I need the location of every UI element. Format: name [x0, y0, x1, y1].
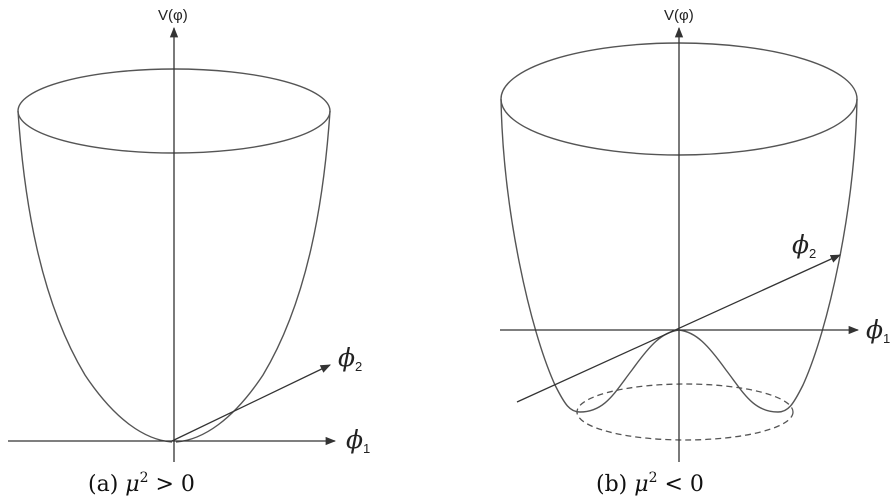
- panel-b-v-label: V(φ): [664, 7, 694, 24]
- panel-b-caption-rel: < 0: [657, 472, 703, 497]
- panel-b-phi2-axis: [516, 254, 841, 403]
- panel-a-phi1-symbol: ϕ: [346, 425, 363, 454]
- panel-a-phi1-label: ϕ1: [346, 425, 370, 456]
- panel-a-caption-rel: > 0: [149, 472, 195, 497]
- panel-a-bowl-right-wall: [175, 110, 331, 443]
- panel-a-phi2-symbol: ϕ: [338, 343, 355, 372]
- panel-a-caption-prefix: (a): [88, 472, 125, 497]
- panel-b: V(φ) ϕ2 ϕ1 (b) μ2 < 0: [500, 7, 890, 497]
- panel-b-caption: (b) μ2 < 0: [596, 470, 704, 497]
- panel-a-bowl-left-wall: [17, 110, 173, 443]
- panel-a-phi2-label: ϕ2: [338, 343, 362, 374]
- panel-b-phi2-symbol: ϕ: [792, 230, 809, 259]
- panel-a-caption: (a) μ2 > 0: [88, 470, 195, 497]
- panel-a-phi2-axis: [171, 364, 331, 442]
- panel-a-phi1-subscript: 1: [363, 441, 370, 456]
- panel-a-v-label: V(φ): [158, 7, 188, 24]
- panel-b-caption-sup: 2: [649, 470, 658, 486]
- panel-b-minimum-ring: [576, 383, 794, 441]
- panel-a: V(φ) ϕ2 ϕ1 (a) μ2 > 0: [8, 7, 370, 497]
- panel-a-caption-sup: 2: [140, 470, 149, 486]
- panel-a-caption-mu: μ: [125, 472, 139, 497]
- panel-a-phi2-subscript: 2: [355, 359, 362, 374]
- panel-b-caption-prefix: (b): [596, 472, 634, 497]
- panel-b-phi2-label: ϕ2: [792, 230, 816, 261]
- panel-b-phi2-subscript: 2: [809, 246, 816, 261]
- panel-b-phi1-label: ϕ1: [866, 315, 890, 346]
- panel-b-phi1-symbol: ϕ: [866, 315, 883, 344]
- panel-b-phi1-subscript: 1: [883, 331, 890, 346]
- panel-b-caption-mu: μ: [634, 472, 648, 497]
